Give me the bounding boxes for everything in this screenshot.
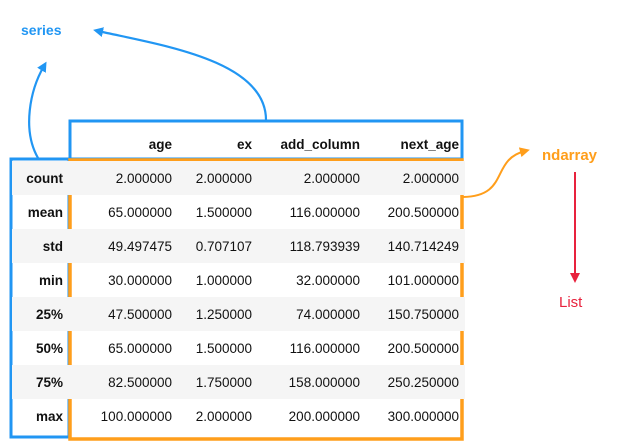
table-row: 75% 82.500000 1.750000 158.000000 250.25… (12, 365, 465, 399)
table-cell: 200.500000 (387, 340, 459, 356)
table-cell: 101.000000 (387, 272, 459, 288)
series-label: series (21, 22, 62, 38)
index-header (12, 127, 69, 161)
table-cell: 116.000000 (289, 204, 360, 220)
table-row: 50% 65.000000 1.500000 116.000000 200.50… (12, 331, 465, 365)
table-cell: 47.500000 (69, 297, 178, 331)
row-index-label: 25% (12, 297, 69, 331)
row-index-label: count (12, 161, 69, 195)
row-index-label: mean (27, 204, 63, 220)
table-row: min 30.000000 1.000000 32.000000 101.000… (12, 263, 465, 297)
table-cell: 65.000000 (108, 340, 172, 356)
table-cell: 200.500000 (387, 204, 459, 220)
table-cell: 1.750000 (178, 365, 258, 399)
table-row: max 100.000000 2.000000 200.000000 300.0… (12, 399, 465, 433)
column-header-ex: ex (236, 136, 252, 152)
table-cell: 82.500000 (69, 365, 178, 399)
ndarray-label: ndarray (542, 147, 598, 164)
table-cell: 2.000000 (178, 161, 258, 195)
table-cell: 158.000000 (258, 365, 366, 399)
series-arrow-from-index (28, 61, 47, 159)
table-cell: 30.000000 (108, 272, 172, 288)
table-cell: 32.000000 (296, 272, 360, 288)
table-cell: 1.250000 (178, 297, 258, 331)
row-index-label: min (38, 272, 63, 288)
table-cell: 49.497475 (69, 229, 178, 263)
table-cell: 1.500000 (195, 340, 252, 356)
table-row: std 49.497475 0.707107 118.793939 140.71… (12, 229, 465, 263)
row-index-label: std (12, 229, 69, 263)
table-row: 25% 47.500000 1.250000 74.000000 150.750… (12, 297, 465, 331)
row-index-label: max (35, 408, 63, 424)
row-index-label: 50% (35, 340, 63, 356)
table-cell: 65.000000 (108, 204, 172, 220)
table-cell: 300.000000 (387, 408, 459, 424)
table-cell: 118.793939 (258, 229, 366, 263)
table-cell: 116.000000 (289, 340, 360, 356)
table-cell: 140.714249 (366, 229, 465, 263)
table-cell: 74.000000 (258, 297, 366, 331)
table-cell: 1.000000 (195, 272, 252, 288)
column-header-add-column: add_column (280, 136, 360, 152)
table-row: count 2.000000 2.000000 2.000000 2.00000… (12, 161, 465, 195)
table-cell: 1.500000 (195, 204, 252, 220)
ndarray-arrow (462, 147, 530, 198)
table-cell: 150.750000 (366, 297, 465, 331)
header-row: age ex add_column next_age (12, 127, 465, 161)
column-header-next-age: next_age (400, 136, 459, 152)
table-cell: 2.000000 (366, 161, 465, 195)
table-cell: 2.000000 (195, 408, 252, 424)
describe-table: age ex add_column next_age count 2.00000… (12, 127, 465, 433)
table-cell: 2.000000 (258, 161, 366, 195)
table-cell: 200.000000 (288, 408, 360, 424)
column-header-age: age (148, 136, 172, 152)
table-cell: 250.250000 (366, 365, 465, 399)
table-row: mean 65.000000 1.500000 116.000000 200.5… (12, 195, 465, 229)
list-label: List (559, 294, 583, 311)
table-cell: 2.000000 (69, 161, 178, 195)
series-arrow-from-columns (93, 27, 268, 121)
row-index-label: 75% (12, 365, 69, 399)
table-cell: 100.000000 (100, 408, 172, 424)
table-cell: 0.707107 (178, 229, 258, 263)
